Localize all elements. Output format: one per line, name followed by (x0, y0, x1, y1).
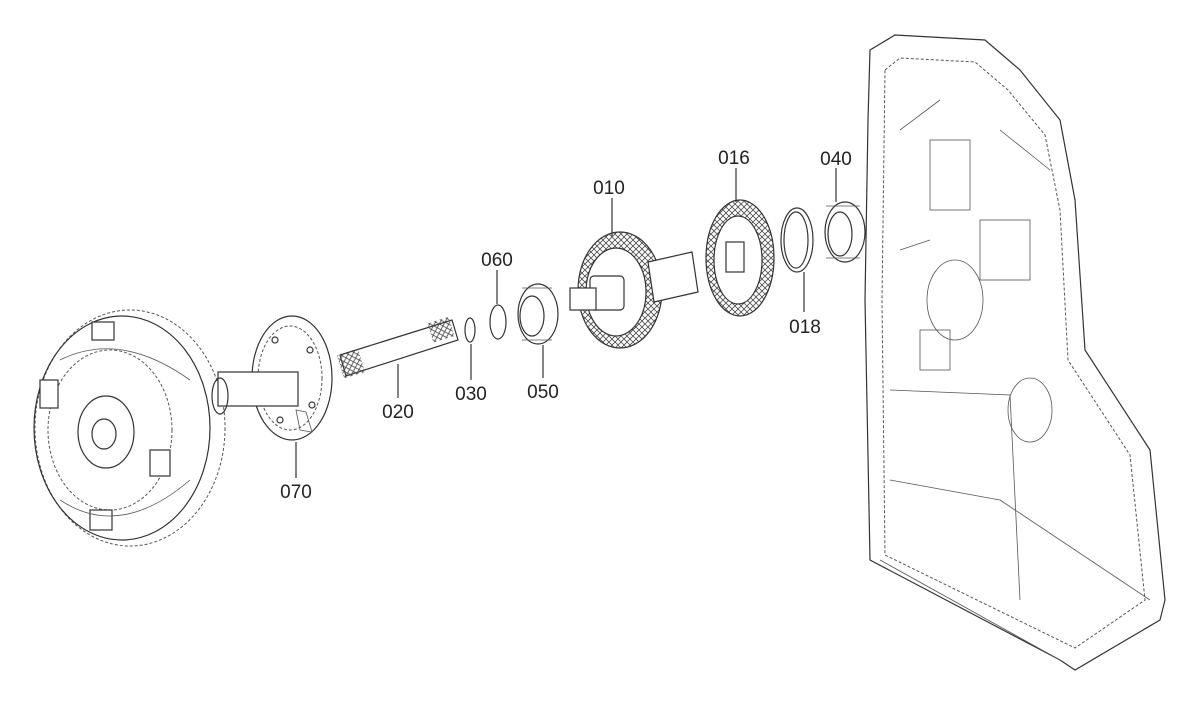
label-010: 010 (593, 178, 625, 199)
label-040: 040 (820, 149, 852, 170)
torque-converter (33, 309, 226, 547)
label-030: 030 (455, 384, 487, 405)
part-070-assembly (211, 315, 333, 441)
transmission-housing (864, 34, 1166, 671)
label-016: 016 (718, 148, 750, 169)
part-020-shaft (336, 316, 459, 379)
label-060: 060 (481, 250, 513, 271)
part-016-gear (705, 199, 775, 317)
part-050-bearing (517, 283, 559, 345)
part-040-bearing (824, 201, 866, 263)
label-020: 020 (382, 402, 414, 423)
label-070: 070 (280, 482, 312, 503)
part-030-ring (464, 317, 476, 343)
label-018: 018 (789, 317, 821, 338)
label-050: 050 (527, 382, 559, 403)
part-060-ring (489, 304, 507, 340)
part-018-ring (780, 207, 814, 273)
part-010-gear (569, 231, 699, 349)
